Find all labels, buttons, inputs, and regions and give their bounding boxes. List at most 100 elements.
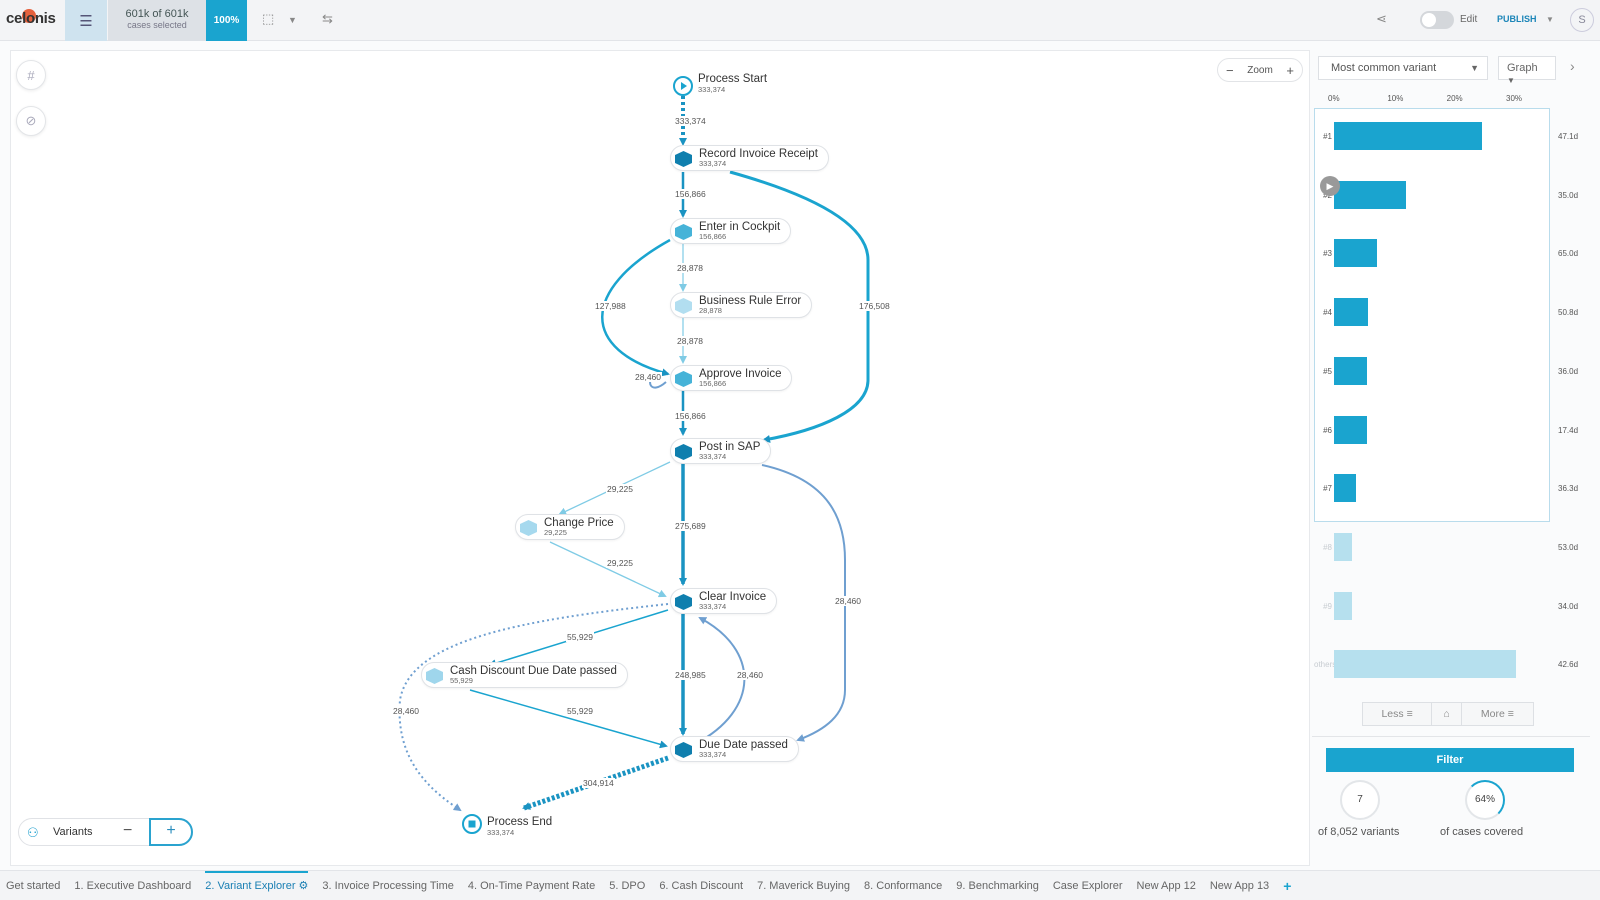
hide-icon[interactable]: ⊘ (16, 106, 46, 136)
node-count: 156,866 (699, 379, 727, 388)
node-enter-in-cockpit[interactable]: Enter in Cockpit 156,866 (670, 218, 792, 244)
edge-label: 248,985 (674, 670, 707, 680)
top-bar: celonis ☰ 601k of 601k cases selected 10… (0, 0, 1600, 41)
node-approve-invoice[interactable]: Approve Invoice 156,866 (670, 365, 793, 391)
variant-bar[interactable] (1334, 356, 1368, 385)
variant-bar[interactable] (1334, 591, 1352, 620)
view-dropdown[interactable]: Graph ▼ (1498, 56, 1556, 85)
hexagon-icon (426, 668, 443, 684)
chevron-down-icon[interactable]: ▼ (288, 15, 297, 25)
variant-rank-label: #6 (1323, 425, 1332, 435)
variant-panel: Most common variant ▼ Graph ▼ › 0%10%20%… (1312, 50, 1590, 866)
zoom-out-button[interactable]: − (1226, 62, 1234, 78)
edge-label: 28,460 (634, 372, 662, 382)
node-record-invoice-receipt[interactable]: Record Invoice Receipt 333,374 (670, 145, 829, 171)
node-change-price[interactable]: Change Price 29,225 (515, 514, 625, 540)
hexagon-icon (675, 444, 692, 460)
swap-arrows-icon[interactable]: ⇆ (322, 11, 333, 26)
zoom-control: − Zoom + (1217, 58, 1303, 82)
node-post-in-sap[interactable]: Post in SAP 333,374 (670, 438, 772, 464)
edge-record-post (729, 170, 870, 443)
less-label: Less (1381, 708, 1404, 720)
variant-duration-label: 42.6d (1558, 660, 1579, 670)
app-tabs: Get started 1. Executive Dashboard 2. Vari… (0, 870, 1600, 900)
kpi-icon[interactable]: # (16, 60, 46, 90)
variants-label: Variants (53, 826, 93, 838)
cases-label: cases selected (127, 20, 187, 30)
variant-duration-label: 17.4d (1558, 425, 1579, 435)
node-process-end[interactable]: Process End 333,374 (461, 813, 552, 837)
chevron-right-icon[interactable]: › (1570, 58, 1575, 74)
tab-item[interactable]: 5. DPO (609, 879, 646, 892)
variant-bar[interactable] (1334, 298, 1368, 327)
tab-item[interactable]: New App 13 (1209, 879, 1270, 892)
publish-dropdown-icon[interactable]: ▼ (1546, 15, 1554, 24)
add-tab-icon[interactable]: + (1283, 877, 1292, 894)
hexagon-icon (520, 520, 537, 536)
play-circle-icon (673, 76, 693, 96)
variant-duration-label: 47.1d (1558, 132, 1579, 141)
edge-label: 275,689 (674, 521, 707, 531)
tab-item[interactable]: 3. Invoice Processing Time (322, 879, 454, 892)
tab-item[interactable]: 4. On-Time Payment Rate (467, 879, 596, 892)
celonis-logo[interactable]: celonis (6, 10, 56, 27)
node-due-date-passed[interactable]: Due Date passed 333,374 (670, 736, 799, 762)
variant-bar[interactable] (1334, 532, 1352, 561)
hamburger-menu-icon[interactable]: ☰ (65, 0, 107, 41)
variant-rank-label: #5 (1323, 366, 1332, 376)
variant-duration-label: 35.0d (1558, 190, 1579, 200)
variant-duration-label: 53.0d (1558, 542, 1579, 552)
variant-rank-label: #9 (1323, 601, 1332, 611)
filter-button[interactable]: Filter (1326, 748, 1574, 772)
user-avatar[interactable]: S (1570, 8, 1594, 32)
edge-cockpit-approve (601, 238, 671, 377)
coverage-caption: of cases covered (1440, 826, 1524, 838)
variant-bar[interactable] (1334, 239, 1377, 268)
process-map-canvas[interactable] (10, 50, 1310, 866)
variant-selector[interactable]: Most common variant ▼ (1318, 56, 1488, 80)
play-variant-icon[interactable]: ▶ (1320, 176, 1340, 196)
less-button[interactable]: Less ≡ (1363, 703, 1433, 725)
cases-selection[interactable]: 601k of 601k cases selected (108, 0, 206, 41)
tab-item[interactable]: Case Explorer (1052, 879, 1123, 892)
edit-toggle[interactable] (1420, 11, 1454, 29)
tab-item[interactable]: 7. Maverick Buying (757, 879, 851, 892)
more-button[interactable]: More ≡ (1462, 703, 1533, 725)
less-icon: ≡ (1406, 708, 1413, 720)
tab-item[interactable]: New App 12 (1136, 879, 1196, 892)
tab-item[interactable]: 8. Conformance (864, 879, 943, 892)
selection-box-icon[interactable]: ⬚ (262, 11, 275, 26)
edge-label: 333,374 (674, 116, 707, 126)
tab-item[interactable]: 2. Variant Explorer ⚙ (205, 871, 309, 892)
view-dropdown-value: Graph (1507, 62, 1538, 74)
publish-button[interactable]: PUBLISH (1497, 14, 1537, 24)
tab-item[interactable]: 9. Benchmarking (956, 879, 1039, 892)
variant-duration-label: 36.0d (1558, 366, 1579, 376)
home-icon[interactable]: ⌂ (1432, 703, 1462, 725)
node-cash-discount-due-date-passed[interactable]: Cash Discount Due Date passed 55,929 (421, 662, 628, 688)
share-icon[interactable]: ⋖ (1376, 11, 1387, 26)
tab-item[interactable]: Get started (6, 879, 61, 892)
variant-bar[interactable] (1334, 415, 1367, 444)
variants-plus-button[interactable]: + (149, 818, 193, 846)
variant-bar[interactable] (1334, 180, 1407, 209)
edge-label: 29,225 (606, 484, 634, 494)
node-clear-invoice[interactable]: Clear Invoice 333,374 (670, 588, 778, 614)
variant-bar[interactable] (1334, 650, 1516, 679)
edge-cash-due (469, 689, 668, 749)
variants-count-circle: 7 (1340, 780, 1380, 820)
node-name: Due Date passed (699, 739, 788, 751)
variants-minus-button[interactable]: − (123, 822, 133, 839)
more-icon: ≡ (1507, 708, 1514, 720)
variant-rank-label: #8 (1323, 542, 1332, 552)
variant-bar-chart[interactable]: 0%10%20%30%#147.1d#235.0d#365.0d#450.8d#… (1312, 50, 1590, 740)
celonis-logo-mark (22, 9, 36, 23)
node-process-start[interactable]: Process Start 333,374 (672, 73, 767, 96)
variant-bar[interactable] (1334, 474, 1356, 503)
zoom-in-button[interactable]: + (1286, 62, 1294, 78)
node-business-rule-error[interactable]: Business Rule Error 28,878 (670, 292, 813, 318)
edge-change-clear (549, 541, 667, 598)
tab-item[interactable]: 6. Cash Discount (659, 879, 744, 892)
variant-bar[interactable] (1334, 122, 1483, 150)
tab-item[interactable]: 1. Executive Dashboard (74, 879, 192, 892)
